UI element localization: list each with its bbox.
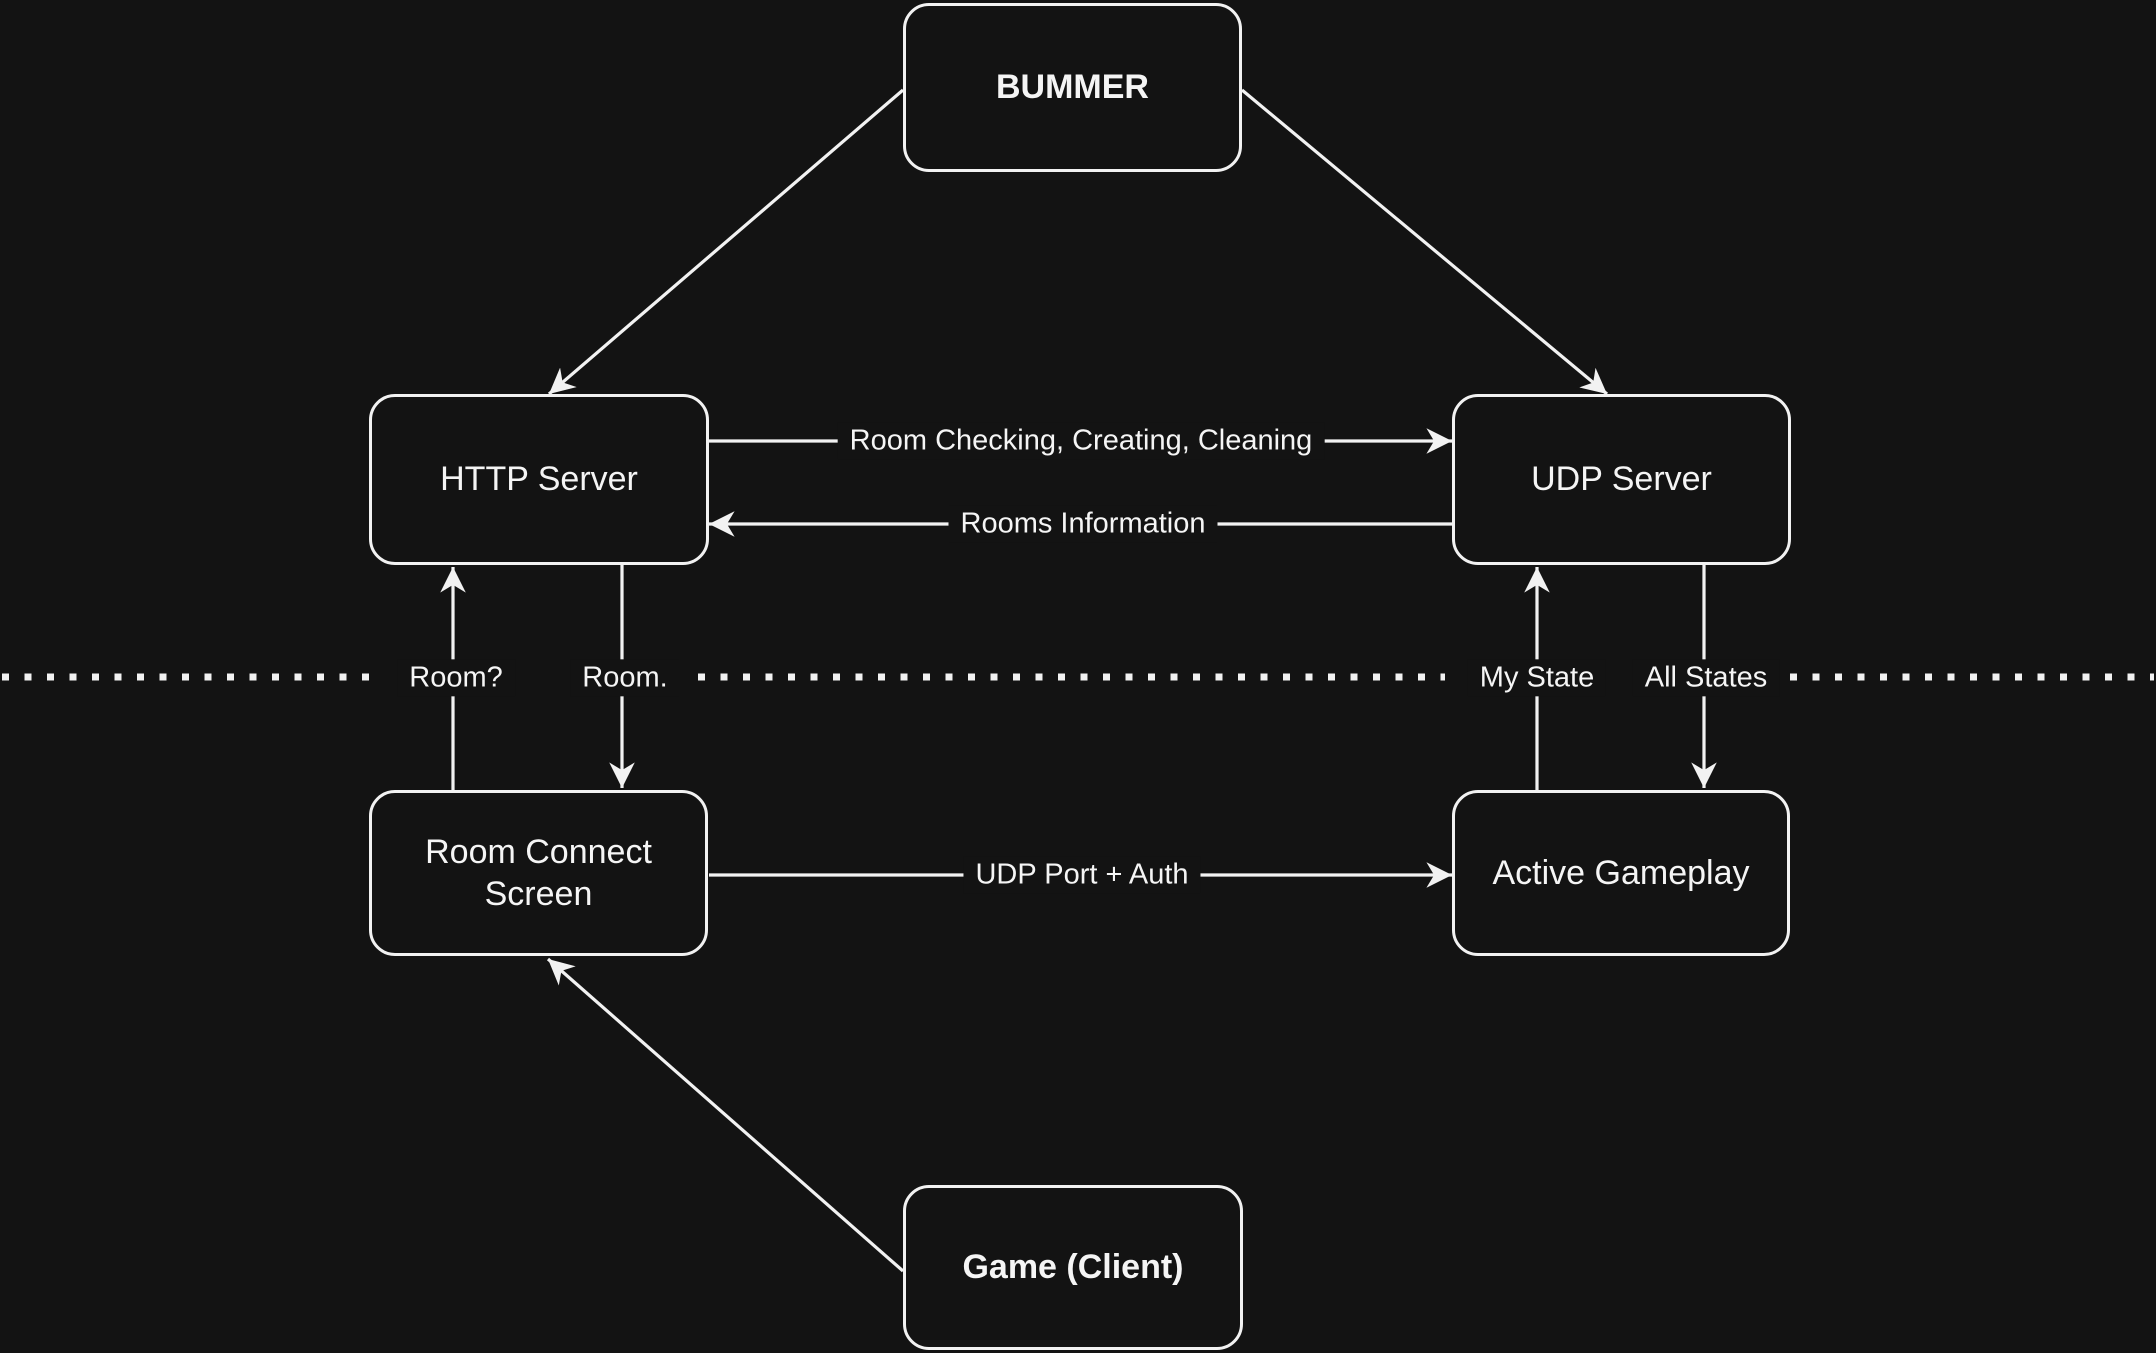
edge-bummer-to-http-server xyxy=(547,88,905,396)
node-udp-server: UDP Server xyxy=(1452,394,1791,565)
edge-bummer-to-udp-server xyxy=(1240,88,1609,396)
node-bummer-label: BUMMER xyxy=(996,68,1149,107)
node-http-server-label: HTTP Server xyxy=(440,460,638,499)
edge-label-room-question: Room? xyxy=(397,659,515,697)
node-udp-server-label: UDP Server xyxy=(1531,460,1712,499)
node-active-gameplay-label: Active Gameplay xyxy=(1492,853,1750,892)
node-http-server: HTTP Server xyxy=(369,394,709,565)
edge-label-all-states: All States xyxy=(1632,659,1780,697)
edge-game-client-to-room-connect-screen xyxy=(546,957,905,1273)
edge-label-rooms-information: Rooms Information xyxy=(948,505,1218,543)
edge-label-my-state: My State xyxy=(1467,659,1607,697)
node-active-gameplay: Active Gameplay xyxy=(1452,790,1790,956)
node-room-connect-screen: Room Connect Screen xyxy=(369,790,708,956)
node-game-client-label: Game (Client) xyxy=(962,1248,1184,1287)
node-bummer: BUMMER xyxy=(903,3,1242,172)
edge-label-udp-port-auth: UDP Port + Auth xyxy=(963,856,1201,894)
node-room-connect-screen-label: Room Connect Screen xyxy=(425,832,652,914)
node-game-client: Game (Client) xyxy=(903,1185,1243,1350)
edge-label-room-answer: Room. xyxy=(570,659,680,697)
edge-label-room-checking-creating-cleaning: Room Checking, Creating, Cleaning xyxy=(837,422,1325,460)
